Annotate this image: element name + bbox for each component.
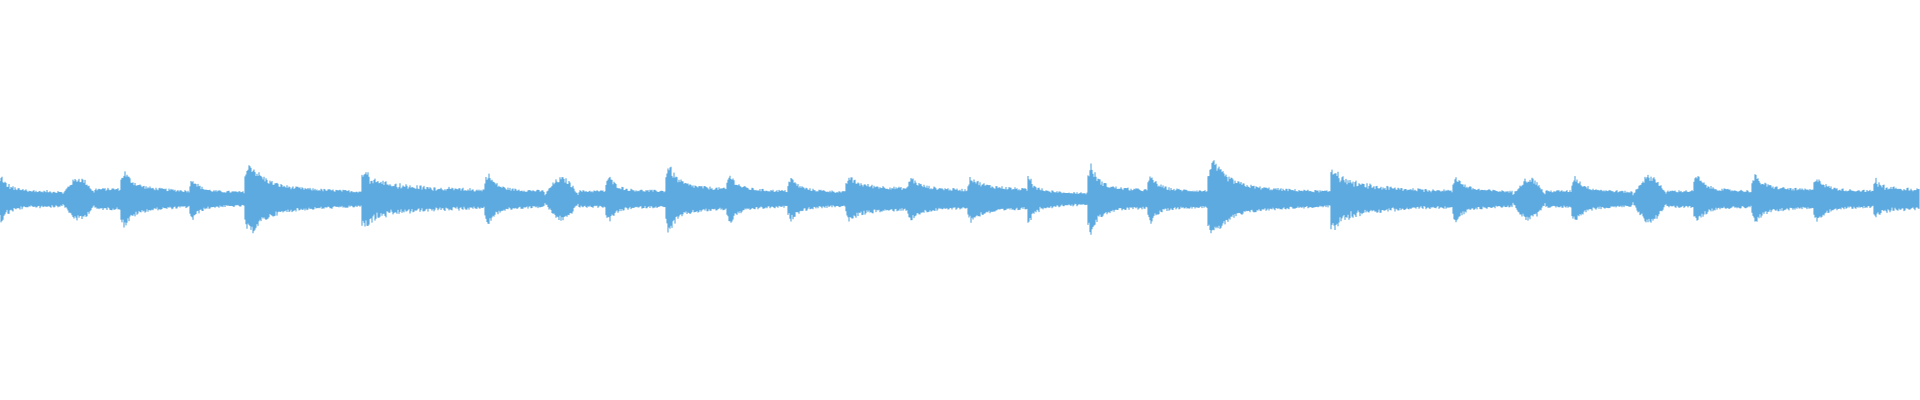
waveform-bars	[0, 160, 1920, 235]
waveform-path	[0, 160, 1920, 235]
